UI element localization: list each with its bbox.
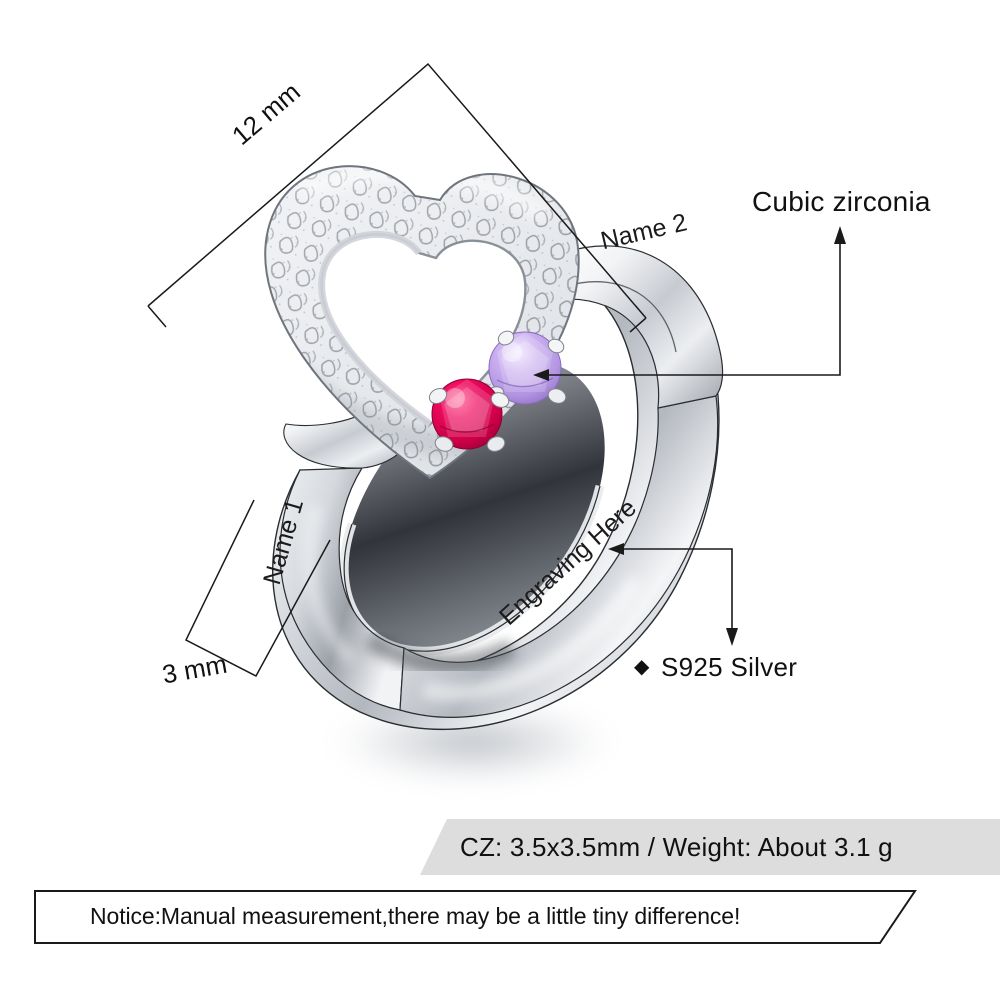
callout-label-material: S925 Silver: [661, 652, 798, 682]
dim12-tick-left: [147, 305, 167, 328]
notice-bar: Notice:Manual measurement,there may be a…: [35, 891, 915, 943]
heart-outer-outline: [264, 165, 580, 480]
callout-engraving-silver-leader: [620, 548, 733, 632]
band-contact-shade: [365, 632, 516, 673]
dim12-tick-right: [629, 317, 647, 333]
notice-text: Notice:Manual measurement,there may be a…: [90, 903, 741, 929]
callout-silver-arrowhead: [726, 628, 738, 646]
callout-engraving-arrowhead: [608, 543, 624, 555]
prong: [497, 330, 515, 346]
heart-filigree-band: [240, 140, 610, 500]
dimension-bracket-3mm: [185, 499, 331, 678]
spec-banner: CZ: 3.5x3.5mm / Weight: About 3.1 g: [420, 819, 1000, 875]
band-highlight-left: [303, 504, 357, 665]
diamond-bullet-icon: ◆: [634, 656, 650, 678]
prong: [547, 388, 567, 404]
prong: [486, 436, 506, 452]
callout-cubic-zirconia-leader: [545, 240, 841, 376]
dimension-bracket-12mm: [147, 62, 647, 319]
callout-gem-arrowhead: [533, 369, 549, 381]
heart-window-bevel: [318, 231, 433, 427]
prong: [434, 436, 454, 452]
ring-hole-outline: [343, 485, 601, 652]
gem-red-cubic-zirconia: [428, 378, 510, 452]
callout-label-cubic-zirconia: Cubic zirconia: [752, 186, 931, 217]
prong: [547, 338, 565, 354]
callout-cubic-zirconia-arrowhead: [834, 226, 846, 244]
prong: [428, 388, 448, 404]
prong: [490, 392, 510, 408]
band-highlight: [422, 575, 643, 701]
notice-bar-outline: [34, 890, 917, 944]
spec-banner-text: CZ: 3.5x3.5mm / Weight: About 3.1 g: [460, 831, 893, 862]
